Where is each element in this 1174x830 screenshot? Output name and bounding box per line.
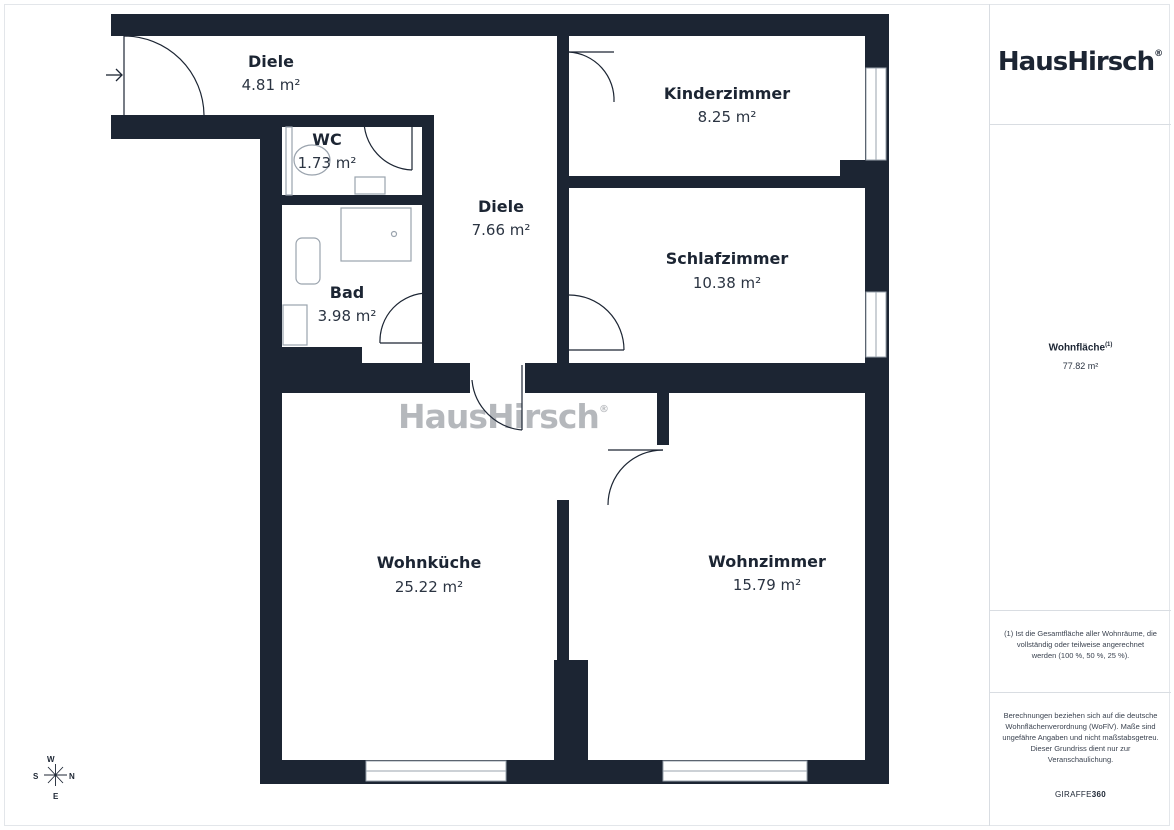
divider bbox=[990, 692, 1171, 693]
fixtures bbox=[282, 126, 412, 346]
wall-kinder-schlaf bbox=[557, 176, 865, 188]
wall-top bbox=[111, 14, 889, 36]
door-bad bbox=[379, 292, 429, 344]
disclaimer-text: Berechnungen beziehen sich auf die deuts… bbox=[1002, 711, 1159, 764]
compass-w: W bbox=[47, 755, 55, 764]
toilet-wc bbox=[293, 144, 331, 176]
sidebar-logo-box: HausHirsch® bbox=[990, 4, 1171, 125]
wall-partition-lower bbox=[554, 660, 588, 784]
room-area-wc: 1.73 m² bbox=[298, 154, 357, 172]
wall-diele-right bbox=[557, 36, 569, 388]
watermark: HausHirsch® bbox=[398, 397, 608, 436]
room-area-bad: 3.98 m² bbox=[318, 307, 377, 325]
door-wohnkueche bbox=[471, 379, 523, 431]
wall-bad-bottom bbox=[282, 347, 362, 367]
room-name-bad: Bad bbox=[330, 283, 364, 302]
shower bbox=[340, 207, 412, 262]
living-area-footnote-mark: (1) bbox=[1105, 342, 1113, 348]
window-lines bbox=[366, 68, 877, 772]
room-name-wc: WC bbox=[312, 130, 341, 149]
wall-bad-right bbox=[422, 115, 434, 365]
room-area-schlafzimmer: 10.38 m² bbox=[693, 274, 761, 292]
wall-wc-bottom bbox=[282, 195, 422, 205]
wall-partition-upper bbox=[657, 393, 669, 445]
brand-logo: HausHirsch® bbox=[998, 47, 1163, 77]
room-name-wohnkueche: Wohnküche bbox=[377, 553, 482, 572]
divider bbox=[990, 610, 1171, 611]
compass-s: S bbox=[33, 772, 39, 781]
sink-wc bbox=[354, 176, 386, 195]
living-area-value: 77.82 m² bbox=[1062, 361, 1099, 372]
wall-mid-right bbox=[525, 363, 889, 393]
door-kinderzimmer bbox=[568, 51, 615, 103]
doors bbox=[123, 35, 664, 506]
living-area-label: Wohnfläche(1) bbox=[990, 342, 1171, 353]
entrance-arrow-icon bbox=[106, 68, 123, 82]
footer-brand-b: 360 bbox=[1091, 790, 1107, 799]
wall-mid-left bbox=[260, 363, 470, 393]
brand-logo-text: HausHirsch bbox=[997, 47, 1155, 77]
wc-wall-panel bbox=[285, 126, 293, 196]
room-labels: Diele 4.81 m² Kinderzimmer 8.25 m² WC 1.… bbox=[242, 52, 826, 596]
compass-e: E bbox=[53, 792, 59, 801]
room-area-diele-mid: 7.66 m² bbox=[472, 221, 531, 239]
room-area-diele-top: 4.81 m² bbox=[242, 76, 301, 94]
wall-wc-top bbox=[282, 115, 434, 127]
footer-brand-a: GIRAFFE bbox=[1054, 790, 1092, 799]
shower-drain bbox=[390, 230, 398, 238]
door-entrance bbox=[123, 35, 205, 116]
door-wc bbox=[363, 117, 413, 171]
sidebar: HausHirsch® Wohnfläche(1) 77.82 m² (1) I… bbox=[989, 4, 1171, 826]
footnote-text: (1) Ist die Gesamtfläche aller Wohnräume… bbox=[1004, 629, 1157, 660]
wall-entrance-bottom bbox=[111, 115, 282, 139]
sink-bad bbox=[282, 304, 308, 346]
door-wohnzimmer bbox=[607, 449, 664, 506]
footer-brand: GIRAFFE360 bbox=[990, 790, 1171, 799]
room-name-diele-mid: Diele bbox=[478, 197, 524, 216]
room-name-schlafzimmer: Schlafzimmer bbox=[666, 249, 789, 268]
floor-plan: HausHirsch® Diele 4.81 m² Kinderzimmer 8… bbox=[33, 14, 889, 801]
wall-partition-mid bbox=[557, 500, 569, 660]
room-area-wohnzimmer: 15.79 m² bbox=[733, 576, 801, 594]
room-name-diele-top: Diele bbox=[248, 52, 294, 71]
room-name-wohnzimmer: Wohnzimmer bbox=[708, 552, 826, 571]
room-area-wohnkueche: 25.22 m² bbox=[395, 578, 463, 596]
compass-n: N bbox=[69, 772, 75, 781]
compass-icon: W S N E bbox=[33, 755, 75, 801]
room-area-kinderzimmer: 8.25 m² bbox=[698, 108, 757, 126]
living-area-block: Wohnfläche(1) 77.82 m² bbox=[990, 342, 1171, 371]
toilet-bad bbox=[295, 237, 321, 285]
living-area-label-text: Wohnfläche bbox=[1048, 342, 1106, 354]
wall-corner bbox=[840, 160, 889, 188]
room-name-kinderzimmer: Kinderzimmer bbox=[664, 84, 790, 103]
wall-left bbox=[260, 115, 282, 784]
brand-logo-mark: ® bbox=[1154, 49, 1164, 60]
door-schlafzimmer bbox=[568, 294, 625, 351]
